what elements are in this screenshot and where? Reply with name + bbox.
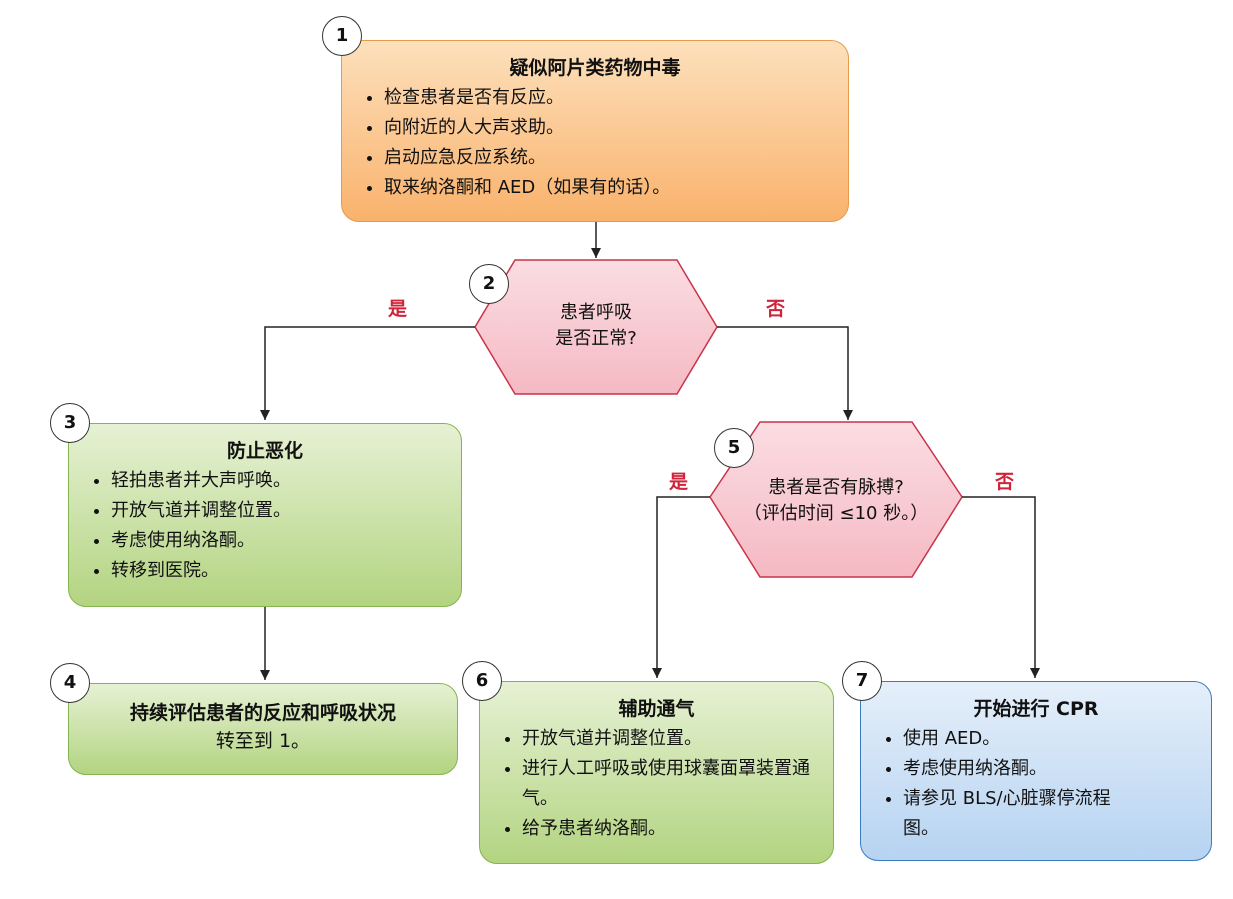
arrow-5-no-to-7 [962,496,1040,678]
step-4-number-badge: 4 [50,663,90,703]
arrow-2-no-to-5 [717,326,853,420]
step-6-number-badge: 6 [462,661,502,701]
step-3-list: 轻拍患者并大声呼唤。 开放气道并调整位置。 考虑使用纳洛酮。 转移到医院。 [89,466,441,586]
step-4-title: 持续评估患者的反应和呼吸状况 [129,702,396,724]
step-5-number-badge: 5 [714,428,754,468]
list-item: 考虑使用纳洛酮。 [903,754,1191,784]
decision-2-line-2: 是否正常? [555,328,637,349]
step-4-subtitle: 转至到 1。 [215,730,311,752]
step-2-number-badge: 2 [469,264,509,304]
step-1-list: 检查患者是否有反应。 向附近的人大声求助。 启动应急反应系统。 取来纳洛酮和 A… [362,83,828,203]
step-1-number-badge: 1 [322,16,362,56]
step-7-box: 开始进行 CPR 使用 AED。 考虑使用纳洛酮。 请参见 BLS/心脏骤停流程… [860,681,1212,861]
list-item: 检查患者是否有反应。 [384,83,828,113]
step-3-title: 防止恶化 [226,440,303,462]
decision-5-text: 患者是否有脉搏? （评估时间 ≤10 秒。） [735,475,937,527]
list-item: 轻拍患者并大声呼唤。 [111,466,441,496]
list-item: 启动应急反应系统。 [384,143,828,173]
branch-label-5-yes: 是 [669,471,689,493]
list-item: 转移到医院。 [111,556,441,586]
branch-label-2-no: 否 [766,298,786,320]
list-item: 取来纳洛酮和 AED（如果有的话）。 [384,173,828,203]
list-item: 考虑使用纳洛酮。 [111,526,441,556]
step-7-title: 开始进行 CPR [973,698,1099,720]
step-7-number-badge: 7 [842,661,882,701]
step-6-list: 开放气道并调整位置。 进行人工呼吸或使用球囊面罩装置通气。 给予患者纳洛酮。 [500,724,813,844]
decision-2-line-1: 患者呼吸 [560,302,632,323]
list-item: 请参见 BLS/心脏骤停流程图。 [903,784,1133,844]
decision-2-text: 患者呼吸 是否正常? [515,300,677,352]
arrow-5-yes-to-6 [652,496,710,678]
list-item: 向附近的人大声求助。 [384,113,828,143]
step-4-box: 持续评估患者的反应和呼吸状况 转至到 1。 [68,683,458,775]
decision-5-line-2: （评估时间 ≤10 秒。） [743,503,929,524]
step-7-list: 使用 AED。 考虑使用纳洛酮。 请参见 BLS/心脏骤停流程图。 [881,724,1191,844]
step-1-title: 疑似阿片类药物中毒 [509,57,681,79]
step-6-title: 辅助通气 [618,698,695,720]
step-3-number-badge: 3 [50,403,90,443]
list-item: 给予患者纳洛酮。 [522,814,813,844]
arrow-2-yes-to-3 [260,326,475,420]
step-1-box: 疑似阿片类药物中毒 检查患者是否有反应。 向附近的人大声求助。 启动应急反应系统… [341,40,849,222]
step-3-box: 防止恶化 轻拍患者并大声呼唤。 开放气道并调整位置。 考虑使用纳洛酮。 转移到医… [68,423,462,607]
branch-label-2-yes: 是 [388,298,408,320]
list-item: 开放气道并调整位置。 [522,724,813,754]
list-item: 使用 AED。 [903,724,1191,754]
branch-label-5-no: 否 [995,471,1015,493]
step-6-box: 辅助通气 开放气道并调整位置。 进行人工呼吸或使用球囊面罩装置通气。 给予患者纳… [479,681,834,864]
list-item: 进行人工呼吸或使用球囊面罩装置通气。 [522,754,813,814]
decision-5-line-1: 患者是否有脉搏? [768,477,904,498]
list-item: 开放气道并调整位置。 [111,496,441,526]
